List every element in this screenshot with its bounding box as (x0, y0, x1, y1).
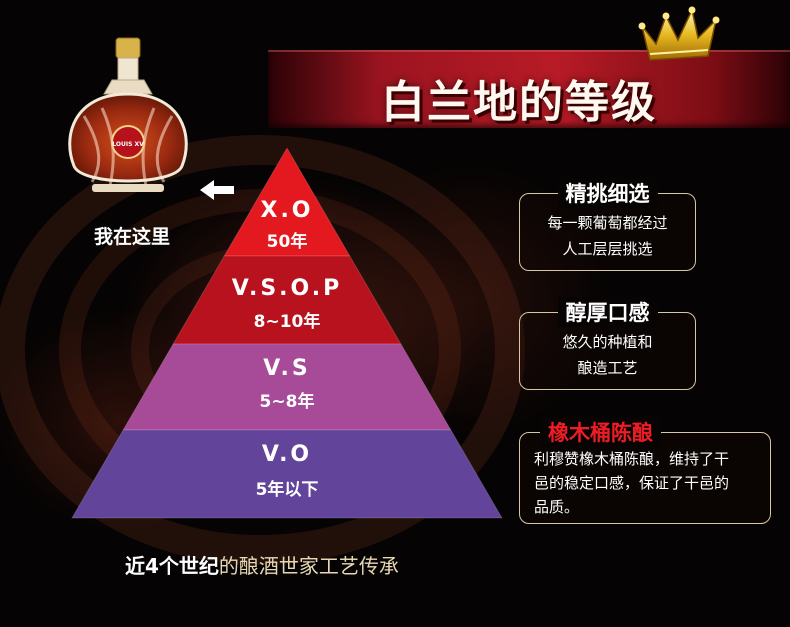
tier-label-vo: V.O 5年以下 (187, 442, 387, 500)
feature-text-line: 邑的稳定口感，保证了干邑的 (534, 474, 730, 492)
grade-pyramid (71, 148, 503, 519)
arrow-left-icon (200, 180, 234, 200)
feature-text-line: 酿造工艺 (577, 359, 638, 377)
tier-age: 8~10年 (253, 312, 321, 332)
tier-label-xo: X.O 50年 (187, 198, 387, 252)
tagline-rest: 的酿酒世家工艺传承 (218, 554, 399, 578)
feature-text-line: 悠久的种植和 (562, 333, 653, 351)
tier-label-vs: V.S 5~8年 (187, 356, 387, 412)
tier-name: V.S (263, 356, 311, 381)
bottle-brand-text: LOUIS XV (112, 141, 144, 148)
tier-age: 50年 (266, 232, 308, 252)
tier-age: 5~8年 (259, 392, 315, 412)
feature-title: 醇厚口感 (557, 297, 658, 327)
feature-text-line: 人工层层挑选 (562, 240, 653, 258)
heritage-tagline: 近4个世纪的酿酒世家工艺传承 (125, 550, 399, 579)
crown-icon (638, 6, 720, 61)
tier-name: X.O (260, 198, 314, 223)
bottle-caption: 我在这里 (93, 226, 170, 248)
feature-card-taste: 醇厚口感 悠久的种植和 酿造工艺 (519, 297, 696, 390)
feature-text-line: 利穆赞橡木桶陈酿，维持了干 (534, 450, 730, 468)
feature-text-line: 每一颗葡萄都经过 (547, 214, 668, 232)
pyramid-tier-vo (71, 429, 503, 519)
feature-card-oak-aging: 橡木桶陈酿 利穆赞橡木桶陈酿，维持了干 邑的稳定口感，保证了干邑的 品质。 (519, 417, 771, 524)
tier-label-vsop: V.S.O.P 8~10年 (187, 276, 387, 332)
feature-title: 橡木桶陈酿 (540, 417, 661, 447)
cognac-bottle-image: LOUIS XV (68, 37, 188, 192)
feature-title: 精挑细选 (557, 178, 658, 208)
tier-name: V.S.O.P (231, 276, 343, 301)
title-banner: 白兰地的等级 (268, 50, 790, 128)
tagline-highlight: 近4个世纪 (125, 554, 219, 578)
tier-age: 5年以下 (255, 480, 319, 500)
page-title: 白兰地的等级 (381, 77, 657, 128)
feature-text-line: 品质。 (534, 498, 580, 516)
tier-name: V.O (261, 442, 313, 467)
feature-card-selection: 精挑细选 每一颗葡萄都经过 人工层层挑选 (519, 178, 696, 271)
